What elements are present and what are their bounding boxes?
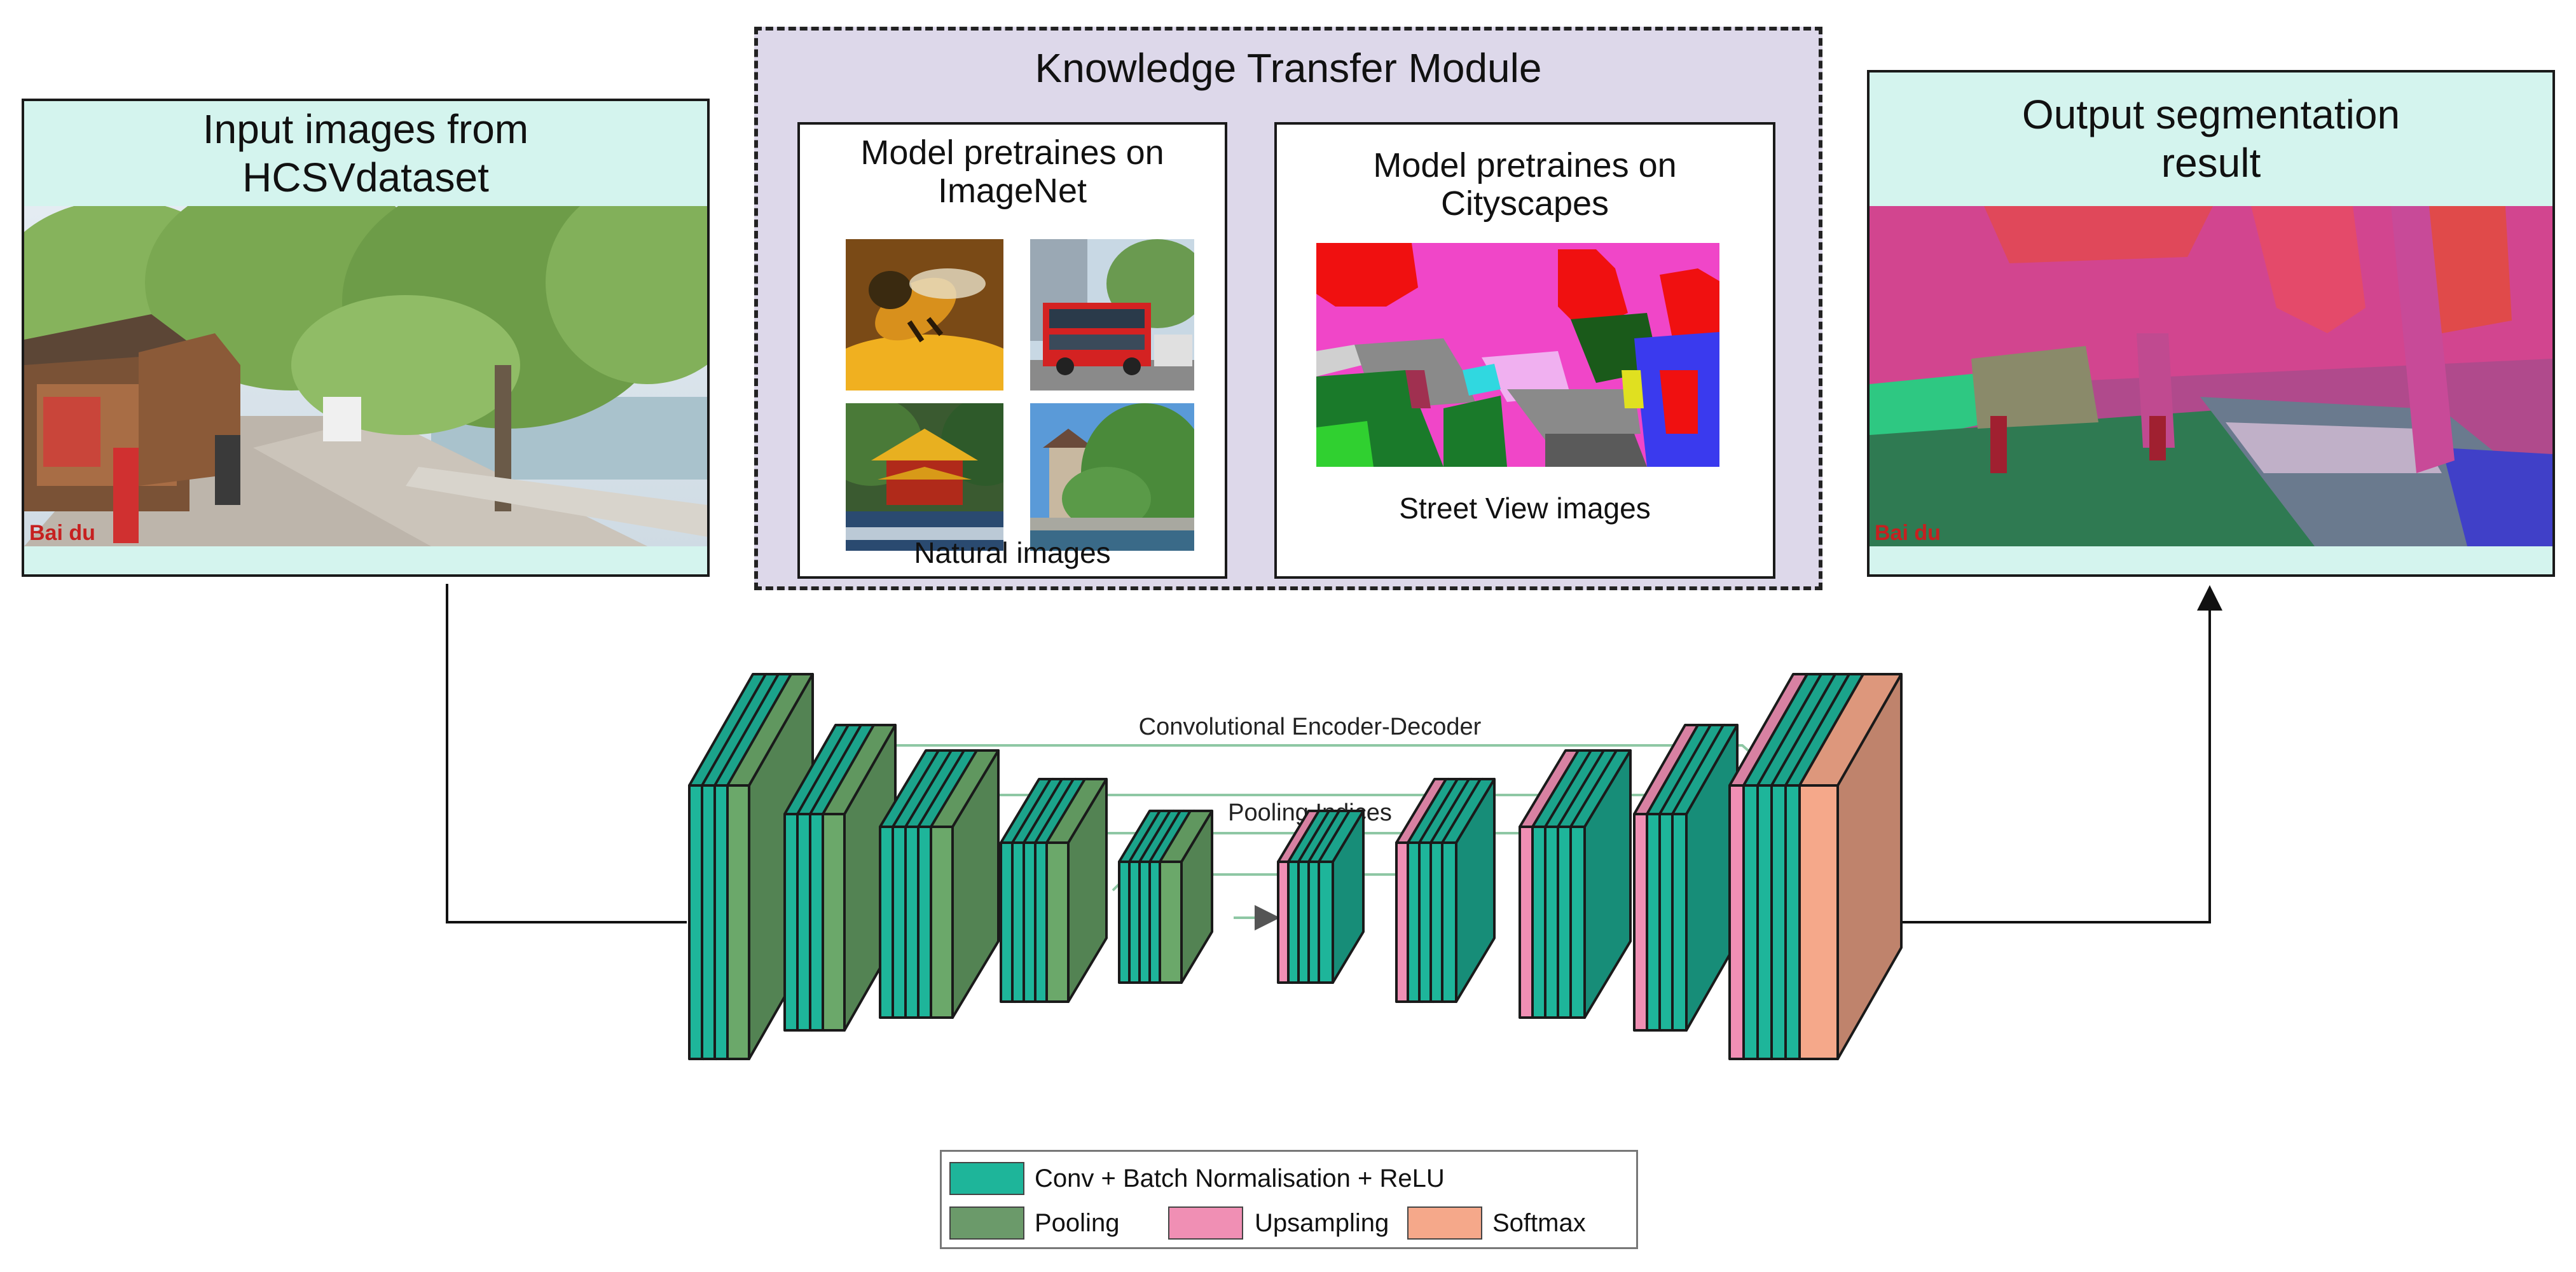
bus-thumbnail bbox=[1030, 239, 1194, 391]
legend-conv-label: Conv + Batch Normalisation + ReLU bbox=[1035, 1165, 1445, 1192]
imagenet-panel: Model pretraines on ImageNet bbox=[797, 122, 1227, 579]
output-panel: Output segmentation result Bai du bbox=[1867, 70, 2555, 577]
legend-upsampling-swatch bbox=[1168, 1206, 1243, 1240]
layer-5-4-conv bbox=[1318, 810, 1365, 984]
output-segmentation-image: Bai du bbox=[1870, 206, 2552, 546]
cityscapes-title-line2: Cityscapes bbox=[1440, 184, 1609, 223]
legend-upsampling-label: Upsampling bbox=[1255, 1209, 1389, 1237]
legend-pooling-swatch bbox=[949, 1206, 1024, 1240]
cityscapes-title-line1: Model pretraines on bbox=[1373, 146, 1677, 184]
pavilion-thumbnail bbox=[846, 403, 1003, 551]
layer-3-4-pooling bbox=[1045, 778, 1108, 1003]
cityscapes-segmentation-map bbox=[1316, 243, 1719, 467]
encoder-decoder-label: Convolutional Encoder-Decoder bbox=[1139, 714, 1482, 740]
legend-conv-swatch bbox=[949, 1162, 1024, 1195]
network-layers bbox=[688, 673, 1903, 1060]
tower-thumbnail bbox=[1030, 403, 1194, 551]
layer-9-5-softmax bbox=[1798, 673, 1903, 1060]
input-panel-footer bbox=[24, 546, 707, 574]
input-street-photo: Bai du bbox=[24, 206, 707, 546]
layer-8-3-conv bbox=[1671, 724, 1739, 1032]
legend-softmax-label: Softmax bbox=[1492, 1209, 1586, 1237]
imagenet-panel-title: Model pretraines on ImageNet bbox=[800, 134, 1225, 211]
imagenet-caption: Natural images bbox=[914, 536, 1111, 569]
input-panel-title: Input images from HCSVdataset bbox=[24, 101, 707, 206]
input-title-line1: Input images from bbox=[202, 106, 529, 152]
cityscapes-panel-title: Model pretraines on Cityscapes bbox=[1277, 146, 1773, 223]
input-title-line2: HCSVdataset bbox=[242, 154, 489, 200]
imagenet-title-line1: Model pretraines on bbox=[860, 134, 1164, 172]
legend: Conv + Batch Normalisation + ReLU Poolin… bbox=[940, 1150, 1638, 1249]
input-panel: Input images from HCSVdataset Bai du bbox=[22, 99, 710, 577]
input-watermark: Bai du bbox=[29, 521, 95, 545]
output-connector bbox=[1901, 585, 2222, 923]
bee-thumbnail bbox=[846, 239, 1003, 391]
layer-6-4-conv bbox=[1441, 778, 1496, 1003]
cityscapes-caption: Street View images bbox=[1399, 492, 1651, 525]
input-connector bbox=[446, 584, 687, 923]
layer-7-4-conv bbox=[1569, 749, 1632, 1019]
output-title-line1: Output segmentation bbox=[2022, 92, 2400, 138]
output-panel-title: Output segmentation result bbox=[1870, 73, 2552, 206]
output-title-line2: result bbox=[2161, 140, 2261, 186]
layer-4-4-pooling bbox=[1159, 810, 1213, 984]
imagenet-title-line2: ImageNet bbox=[937, 172, 1087, 211]
knowledge-module-title: Knowledge Transfer Module bbox=[1035, 45, 1542, 91]
output-watermark: Bai du bbox=[1875, 521, 1941, 545]
cityscapes-panel: Model pretraines on Cityscapes Street Vi… bbox=[1274, 122, 1775, 579]
knowledge-transfer-module: Knowledge Transfer Module Model pretrain… bbox=[754, 27, 1822, 590]
output-panel-footer bbox=[1870, 546, 2552, 574]
legend-pooling-label: Pooling bbox=[1035, 1209, 1120, 1237]
legend-softmax-swatch bbox=[1407, 1206, 1482, 1240]
layer-2-4-pooling bbox=[930, 749, 1000, 1019]
